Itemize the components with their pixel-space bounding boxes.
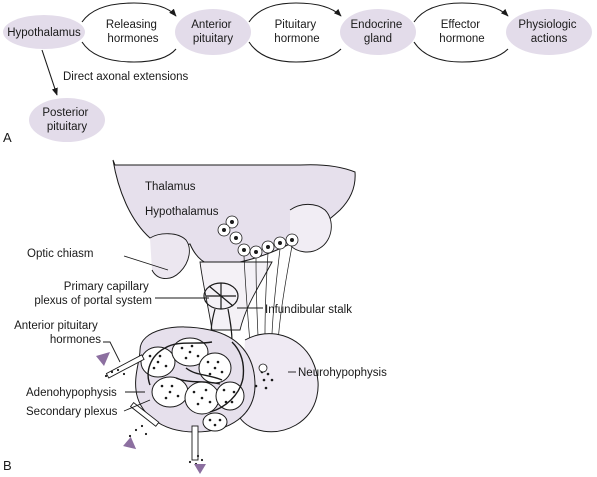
secretory-cell-nuclei: [148, 344, 236, 427]
label-secondary-plexus: Secondary plexus: [26, 406, 118, 418]
label-primary-plexus: Primary capillary plexus of portal syste…: [34, 281, 152, 307]
panel-a: Hypothalamus Anterior pituitary Endocrin…: [3, 2, 592, 145]
arc-endocrine-physiologic-top: [413, 2, 509, 23]
node-anterior-pituitary-label: Anterior pituitary: [191, 19, 234, 45]
hypothalamic-neurons: [217, 215, 299, 259]
node-physiologic-actions: [506, 9, 592, 55]
node-hypothalamus: [3, 15, 85, 49]
node-hypothalamus-label: Hypothalamus: [7, 27, 81, 39]
node-posterior-pituitary-label: Posterior pituitary: [42, 107, 91, 133]
panel-b-letter: B: [3, 458, 12, 473]
panel-a-letter: A: [3, 130, 12, 145]
arc-hypothalamus-anterior-bottom: [81, 41, 177, 63]
neurohypophysis-terminal: [258, 363, 268, 373]
label-optic-chiasm: Optic chiasm: [27, 248, 93, 260]
edge-axonal-label: Direct axonal extensions: [63, 71, 189, 83]
node-endocrine-gland-label: Endocrine gland: [351, 19, 406, 45]
edge-releasing-hormones-label: Releasing hormones: [106, 19, 160, 45]
edge-pituitary-hormone-label: Pituitary hormone: [274, 19, 319, 45]
label-adenohypophysis: Adenohypophysis: [26, 387, 117, 399]
leader-lines: [103, 255, 296, 412]
hormone-release-arrows: [96, 352, 206, 474]
panel-b: Thalamus Hypothalamus Optic chiasm Prima…: [3, 159, 387, 474]
node-posterior-pituitary: [29, 98, 105, 142]
label-infundibular-stalk: Infundibular stalk: [265, 304, 352, 316]
label-neurohypophysis: Neurohypophysis: [298, 367, 387, 379]
outflow-vessels: [105, 354, 199, 461]
node-physiologic-actions-label: Physiologic actions: [518, 19, 579, 45]
brain-right-lobe: [289, 203, 332, 253]
neurohypophysis-granules: [254, 370, 274, 390]
node-anterior-pituitary: [175, 9, 251, 55]
label-anterior-pituitary-hormones: Anterior pituitary hormones: [14, 320, 101, 346]
hypothalamic-bulge: [149, 233, 190, 279]
axonal-arrow: [41, 49, 58, 96]
edge-effector-hormone-label: Effector hormone: [439, 19, 484, 45]
secondary-plexus-vessels: [147, 341, 245, 413]
neurohypophysis-lobe: [239, 333, 319, 433]
arc-anterior-endocrine-bottom: [248, 41, 342, 63]
arc-anterior-endocrine-top: [248, 2, 342, 23]
label-thalamus: Thalamus: [145, 181, 196, 193]
arc-hypothalamus-anterior-top: [81, 2, 177, 23]
label-hypothalamus: Hypothalamus: [145, 206, 219, 218]
node-endocrine-gland: [340, 9, 416, 55]
arc-endocrine-physiologic-bottom: [413, 41, 509, 63]
